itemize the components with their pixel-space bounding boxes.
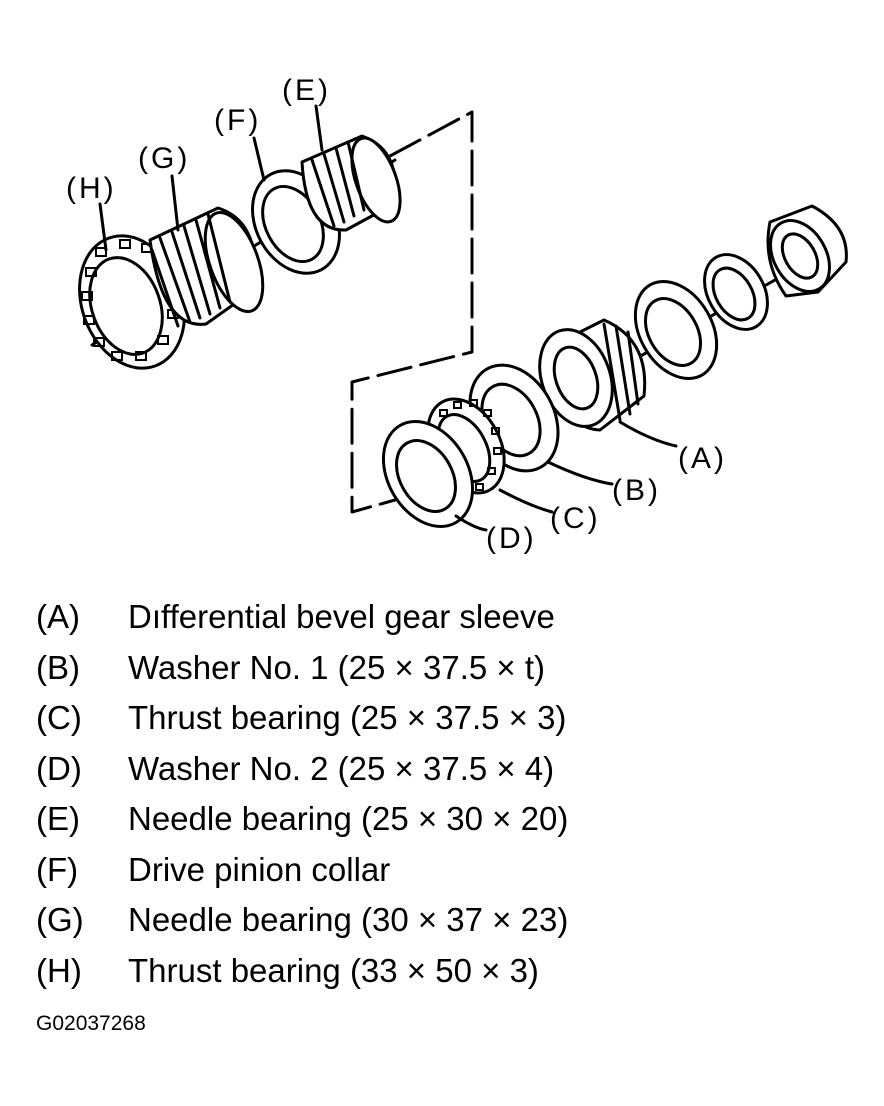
legend-row: (E) Needle bearing (25 × 30 × 20) xyxy=(36,794,856,845)
legend-text: Washer No. 1 (25 × 37.5 × t) xyxy=(128,648,545,686)
leader-a xyxy=(618,420,678,448)
callout-h: (H) xyxy=(66,172,117,205)
bevel-gear-sleeve-a xyxy=(538,318,647,432)
legend-letter: (F) xyxy=(36,850,79,888)
leader-h xyxy=(98,202,108,252)
callout-d: (D) xyxy=(486,522,537,555)
legend-letter: (B) xyxy=(36,648,80,686)
plain-washer xyxy=(633,280,719,380)
leader-c xyxy=(498,488,554,514)
legend-letter: (H) xyxy=(36,951,82,989)
leader-e xyxy=(314,104,324,152)
legend-text: Drive pinion collar xyxy=(128,850,391,888)
nut xyxy=(766,204,848,298)
legend-letter: (A) xyxy=(36,598,80,636)
callout-b: (B) xyxy=(612,474,661,507)
legend-row: (H) Thrust bearing (33 × 50 × 3) xyxy=(36,946,856,997)
legend-text: Needle bearing (25 × 30 × 20) xyxy=(128,800,569,838)
legend-row: (G) Needle bearing (30 × 37 × 23) xyxy=(36,895,856,946)
figure-id: G02037268 xyxy=(36,1012,146,1035)
legend-text: Thrust bearing (25 × 37.5 × 3) xyxy=(128,699,567,737)
legend-row: (B) Washer No. 1 (25 × 37.5 × t) xyxy=(36,643,856,694)
exploded-parts-diagram: (H) (G) (F) (E) (A) (B) (C) (D) xyxy=(66,74,848,555)
legend-text: Washer No. 2 (25 × 37.5 × 4) xyxy=(128,749,555,787)
legend-row: (A) Dıfferential bevel gear sleeve xyxy=(36,592,856,643)
legend-row: (F) Drive pinion collar xyxy=(36,845,856,896)
callout-g: (G) xyxy=(138,142,190,175)
legend-row: (D) Washer No. 2 (25 × 37.5 × 4) xyxy=(36,744,856,795)
needle-bearing-e xyxy=(300,134,402,232)
leader-d xyxy=(454,514,488,532)
small-washer xyxy=(703,253,769,331)
leader-g xyxy=(170,174,180,232)
leader-b xyxy=(546,460,614,486)
thrust-bearing-h xyxy=(78,234,186,370)
legend-letter: (D) xyxy=(36,749,82,787)
washer-no2-d xyxy=(381,420,475,528)
callout-f: (F) xyxy=(214,104,261,137)
legend-text: Thrust bearing (33 × 50 × 3) xyxy=(128,951,539,989)
needle-bearing-g xyxy=(148,206,265,328)
callout-e: (E) xyxy=(282,74,331,107)
legend-letter: (E) xyxy=(36,800,80,838)
leader-f xyxy=(252,136,266,182)
legend-letter: (G) xyxy=(36,901,84,939)
legend-text: Dıfferential bevel gear sleeve xyxy=(128,598,555,636)
legend-text: Needle bearing (30 × 37 × 23) xyxy=(128,901,569,939)
callout-a: (A) xyxy=(678,442,727,475)
alignment-line xyxy=(350,110,474,514)
callout-c: (C) xyxy=(550,502,601,535)
legend-letter: (C) xyxy=(36,699,82,737)
parts-legend: (A) Dıfferential bevel gear sleeve (B) W… xyxy=(36,592,856,996)
legend-row: (C) Thrust bearing (25 × 37.5 × 3) xyxy=(36,693,856,744)
